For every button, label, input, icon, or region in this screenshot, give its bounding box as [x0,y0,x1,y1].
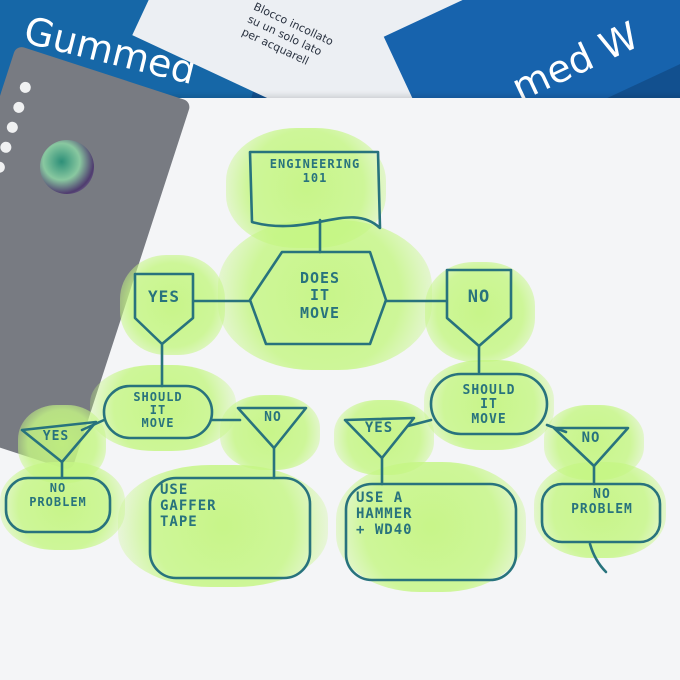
connector-rsub-left [406,418,433,428]
ll-answer-funnel [20,420,98,464]
outcome-rl-box [344,482,518,582]
rr-answer-funnel [552,426,630,468]
title-label: Engineering 101 [269,157,361,185]
ink-tail [588,542,608,574]
outcome-rl-label: Use A Hammer + WD40 [356,490,413,539]
outcome-rr-box [540,482,662,544]
left-subquestion-pill [102,384,214,440]
ll-answer-label: Yes [42,429,70,444]
lr-answer-label: No [264,410,282,425]
rr-answer-label: No [581,430,601,446]
outcome-lr-box [148,476,312,580]
right-subquestion-label: Should it Move [462,383,516,427]
left-answer-pennant [133,272,195,346]
outcome-rr-label: No Problem [571,487,633,517]
outcome-ll-label: No Problem [29,481,87,509]
rl-answer-label: Yes [364,420,394,436]
right-answer-label: No [467,287,491,307]
left-subquestion-label: Should it Move [133,390,183,431]
shell-medallion-icon [40,140,94,194]
left-answer-label: Yes [148,287,180,306]
outcome-ll-box [4,476,112,534]
right-answer-pennant [445,268,513,348]
lr-answer-funnel [236,406,308,450]
title-document-shape [248,150,382,230]
outcome-lr-label: Use Gaffer Tape [160,482,217,531]
question-label: Does it Move [299,269,341,322]
rl-answer-funnel [343,416,416,460]
right-subquestion-pill [429,372,549,436]
glitter-patch [120,255,225,355]
